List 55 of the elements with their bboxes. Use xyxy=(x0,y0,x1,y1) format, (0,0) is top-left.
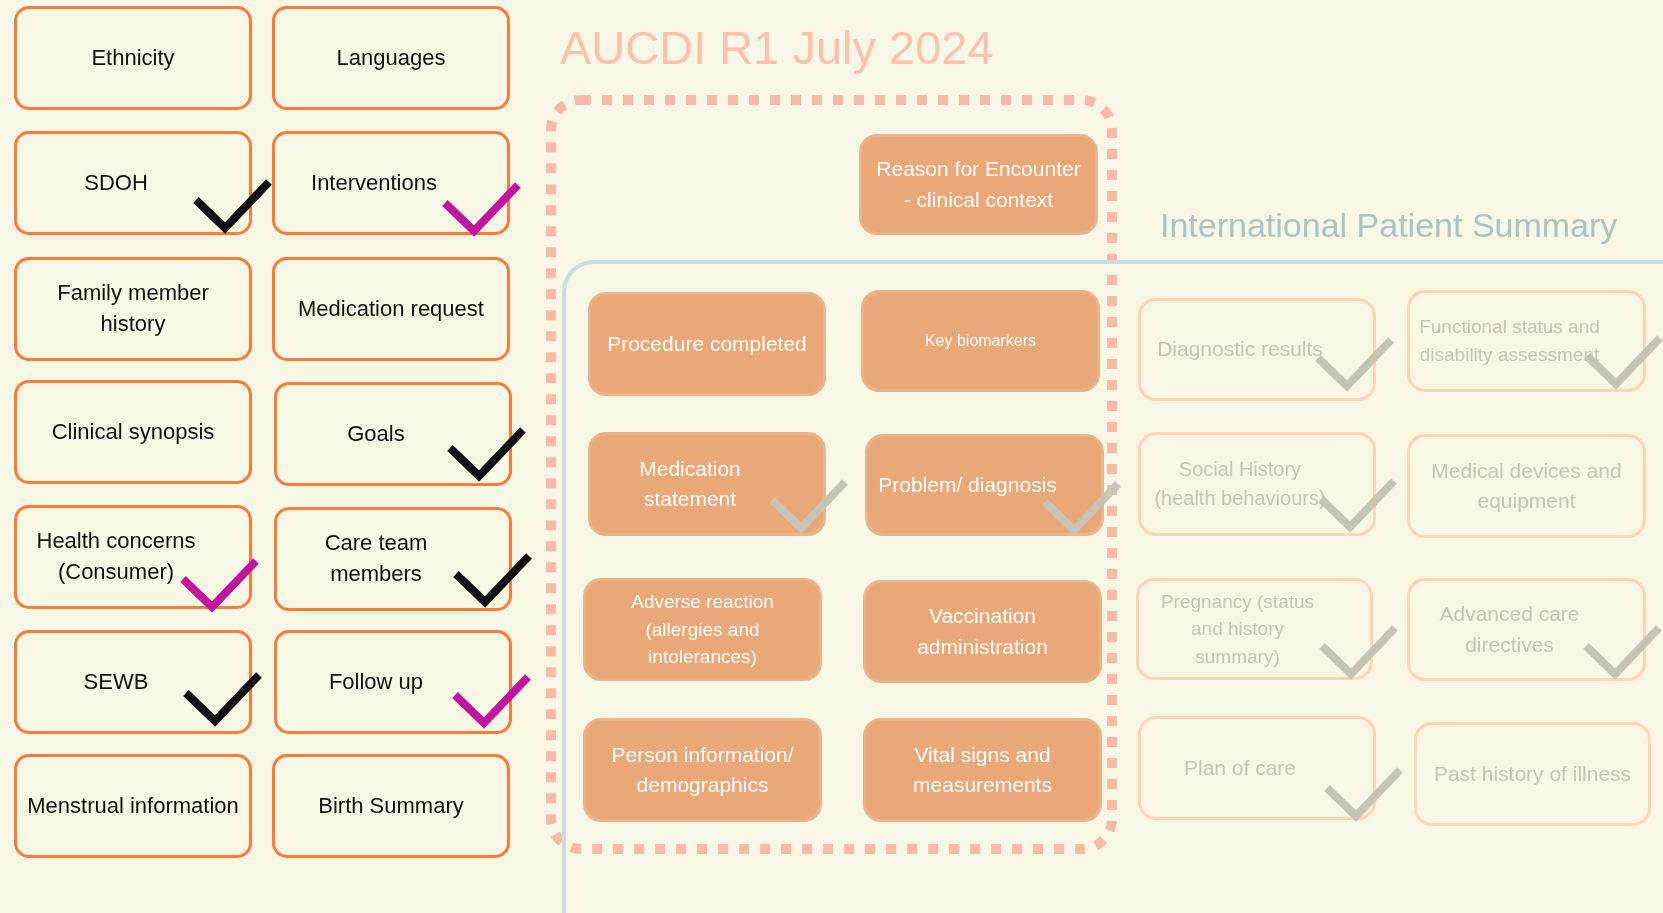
box-label: Vaccination administration xyxy=(916,603,1049,660)
category-box xyxy=(274,630,512,734)
category-box xyxy=(272,131,510,235)
category-box xyxy=(14,6,252,110)
category-box xyxy=(14,505,252,609)
box-label: Languages xyxy=(335,43,447,72)
category-box xyxy=(583,578,822,681)
box-label: Interventions xyxy=(310,168,438,197)
category-box xyxy=(14,630,252,734)
box-label: Birth Summary xyxy=(317,791,465,820)
box-label: Menstrual information xyxy=(26,791,240,820)
category-box xyxy=(863,580,1102,683)
box-label: SDOH xyxy=(83,168,149,197)
box-label: Procedure completed xyxy=(606,330,808,357)
category-box xyxy=(1136,578,1373,680)
category-box xyxy=(588,292,826,396)
box-label: Clinical synopsis xyxy=(50,417,216,446)
box-label: Vital signs and measurements xyxy=(912,741,1053,798)
box-label: Medication statement xyxy=(638,455,742,512)
category-box xyxy=(861,290,1100,392)
region-title: International Patient Summary xyxy=(1160,206,1618,245)
box-label: Person information/ demographics xyxy=(610,741,795,798)
box-label: Family member history xyxy=(56,279,210,338)
category-box xyxy=(14,131,252,235)
category-box xyxy=(588,432,826,536)
box-label: Care team members xyxy=(323,529,429,588)
box-label: Medication request xyxy=(297,294,485,323)
category-box xyxy=(274,382,512,486)
category-box xyxy=(1138,716,1376,820)
box-label: Goals xyxy=(346,419,406,448)
box-label: Follow up xyxy=(327,667,425,696)
category-box xyxy=(272,754,510,858)
category-box xyxy=(583,718,822,822)
category-box xyxy=(1407,434,1646,538)
box-label: Ethnicity xyxy=(90,43,176,72)
category-box xyxy=(1414,722,1651,826)
category-box xyxy=(1138,298,1376,401)
category-box xyxy=(1407,290,1646,392)
box-label: Problem/ diagnosis xyxy=(877,471,1058,498)
box-label: Health concerns (Consumer) xyxy=(35,527,197,586)
category-box xyxy=(272,257,510,361)
category-box xyxy=(859,134,1098,235)
category-box xyxy=(274,507,512,611)
category-box xyxy=(863,718,1102,822)
box-label: Key biomarkers xyxy=(923,331,1038,352)
category-box xyxy=(14,257,252,361)
box-label: SEWB xyxy=(82,667,150,696)
category-box xyxy=(865,434,1104,536)
category-box xyxy=(14,754,252,858)
box-label: Adverse reaction (allergies and intolerances) xyxy=(630,590,775,670)
category-box xyxy=(1138,432,1376,536)
category-box xyxy=(14,380,252,484)
category-box xyxy=(1407,578,1646,681)
box-label: Reason for Encounter - clinical context xyxy=(875,156,1082,213)
category-box xyxy=(272,6,510,110)
